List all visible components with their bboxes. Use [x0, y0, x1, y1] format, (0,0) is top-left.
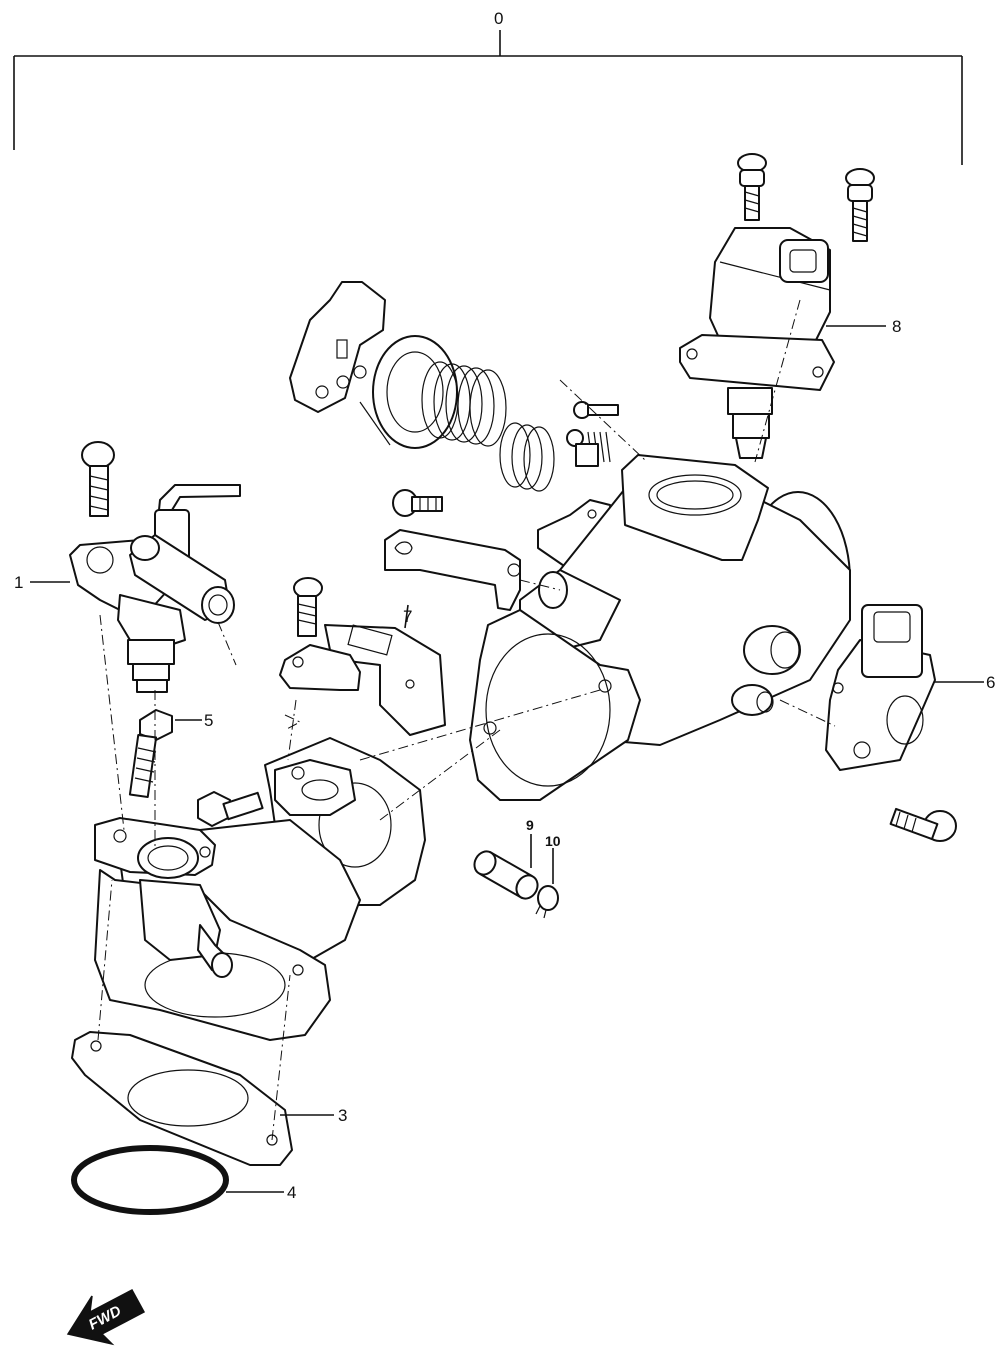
mounting-bracket: [279, 577, 446, 736]
callout-gasket: 3: [338, 1106, 347, 1125]
flange-bolt-upper: [128, 709, 173, 798]
tps-screw: [889, 807, 957, 842]
callout-idle-valve: 8: [892, 317, 901, 336]
callout-clip: 10: [545, 833, 561, 849]
idle-valve-screw-right: [845, 168, 875, 242]
throttle-body: [469, 454, 851, 801]
idle-air-valve: [679, 153, 875, 459]
fuel-injector: [69, 441, 241, 693]
callout-bolt-a: 5: [204, 711, 213, 730]
adjust-screw-upper: [573, 401, 619, 419]
return-spring-large: [421, 361, 507, 447]
idle-valve-screw-left: [737, 153, 767, 221]
throttle-position-sensor: [825, 604, 957, 842]
callout-o-ring: 4: [287, 1183, 296, 1202]
forward-direction-arrow: FWD: [66, 1288, 146, 1346]
callout-pin: 9: [526, 817, 534, 833]
manifold-bolt-left: [197, 791, 264, 827]
intake-gasket: [71, 1031, 293, 1166]
callout-tps-sensor: 6: [986, 673, 995, 692]
injector-screw: [81, 441, 115, 517]
o-ring: [71, 1145, 229, 1215]
intake-manifold: [94, 737, 426, 1041]
callout-bracket: 7: [403, 607, 412, 626]
throttle-cam-assembly: [289, 281, 619, 611]
callout-injector: 1: [14, 573, 23, 592]
retaining-clip: [535, 885, 559, 919]
bracket-screw: [293, 577, 323, 637]
dowel-pin: [473, 850, 539, 900]
return-spring-small: [499, 422, 555, 492]
assembly-guide-lines: [97, 299, 836, 1141]
linkage-bolt: [392, 489, 443, 517]
adjust-screw-lower: [566, 429, 599, 467]
assembly-bracket: [13, 30, 963, 165]
callout-assembly: 0: [494, 9, 503, 28]
